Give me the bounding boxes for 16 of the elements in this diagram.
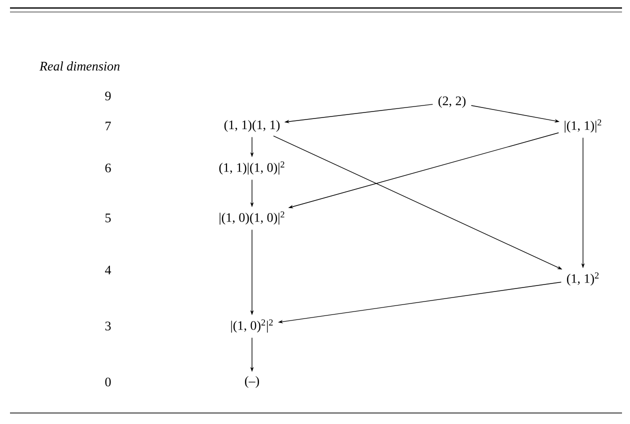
node-label: |(1, 1)|$^{2}$ — [564, 119, 602, 133]
dimension-value: 9 — [105, 92, 111, 100]
dimension-value: 4 — [105, 266, 112, 274]
node-label: (1, 1)$^{2}$ — [566, 272, 599, 286]
dimension-value: 3 — [105, 322, 111, 330]
node-label: |(1, 0)(1, 0)|$^{2}$ — [220, 211, 284, 225]
node-label: (2, 2) — [438, 96, 466, 108]
node-label: (1, 1)(1, 1) — [224, 120, 280, 132]
node-label: (1, 1)|(1, 0)|$^{2}$ — [219, 161, 284, 175]
dimension-value: 0 — [105, 378, 111, 386]
node-label: (–) — [245, 376, 260, 388]
axis-heading: Real dimension — [39, 61, 120, 71]
dimension-value: 6 — [105, 164, 111, 172]
dimension-value: 7 — [106, 122, 111, 130]
node-label: |(1, 0)$^{2}$|$^{2}$ — [231, 319, 273, 333]
dimension-value: 5 — [106, 214, 111, 222]
